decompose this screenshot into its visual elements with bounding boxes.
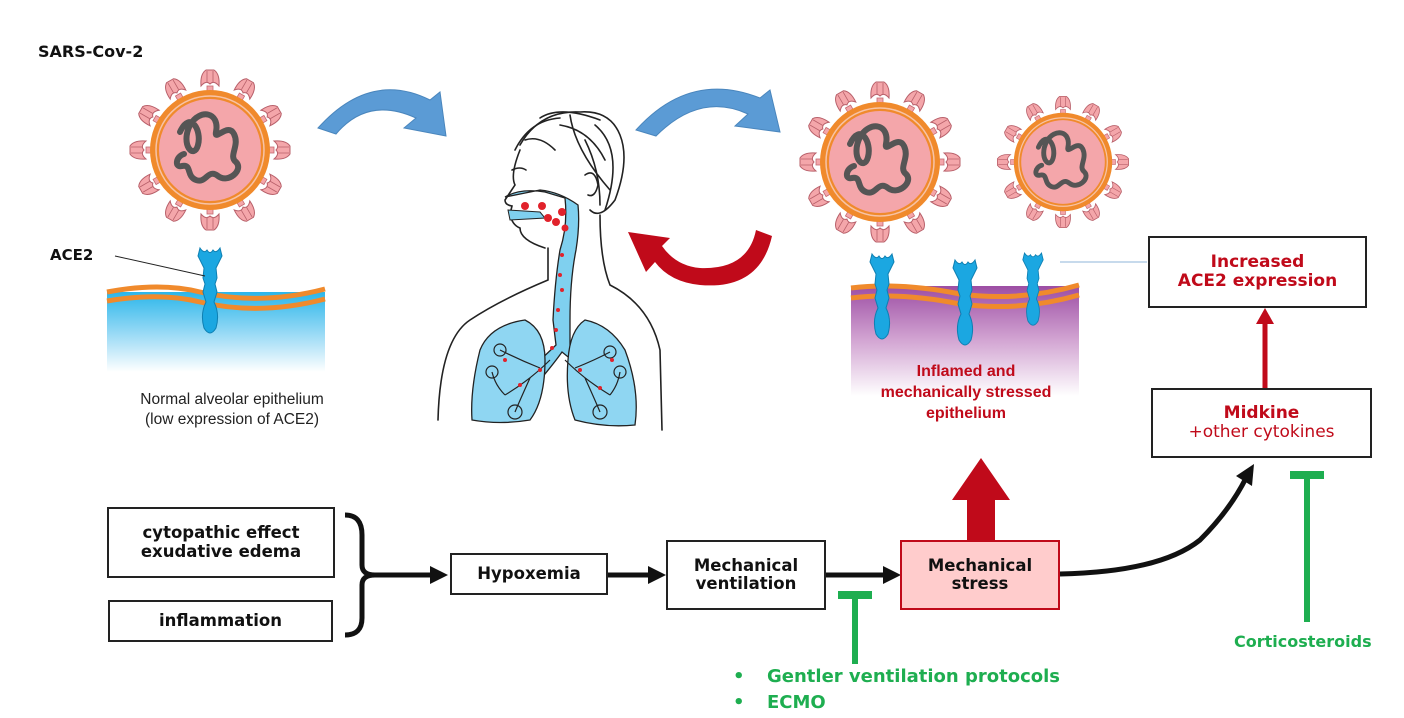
virus-title: SARS-Cov-2 — [38, 42, 144, 61]
cytopathic-line1: cytopathic effect — [142, 523, 300, 543]
normal-membrane-outer — [106, 284, 326, 301]
red-feedback-arrow — [628, 230, 772, 286]
mech-vent-line1: Mechanical — [693, 555, 799, 575]
arrow-stress-to-midkine — [1059, 476, 1249, 577]
box-mechanical-ventilation: Mechanical ventilation — [666, 540, 826, 610]
corticosteroids-label: Corticosteroids — [1234, 632, 1372, 651]
brace — [344, 512, 376, 638]
increased-line2: ACE2 expression — [1177, 271, 1338, 291]
ventilation-item: • Gentler ventilation protocols — [733, 664, 1060, 690]
bullet-icon: • — [733, 692, 745, 714]
cytopathic-line2: exudative edema — [140, 541, 302, 561]
inflamed-epithelium-caption: Inflamed and mechanically stressed epith… — [852, 362, 1080, 424]
right-lung — [566, 319, 637, 427]
arrowhead-ventilation — [648, 566, 666, 584]
lung-bronchi — [485, 343, 627, 420]
midkine-line2: +other cytokines — [1188, 422, 1335, 442]
mech-stress-line2: stress — [951, 574, 1009, 593]
left-lung — [471, 319, 546, 424]
blue-arrow-to-patient — [317, 89, 447, 137]
viral-particles — [503, 202, 614, 390]
normal-epithelium-caption: Normal alveolar epithelium (low expressi… — [102, 390, 362, 430]
virus-right-1 — [800, 82, 960, 242]
bullet-icon: • — [733, 666, 745, 687]
normal-epithelium-caption-line1: Normal alveolar epithelium — [140, 391, 324, 408]
virus-left — [130, 70, 290, 230]
box-increased-ace2: Increased ACE2 expression — [1148, 236, 1367, 308]
ace2-pointer-line — [114, 255, 206, 277]
normal-membrane-inner — [106, 294, 326, 311]
inflamed-caption-line1: Inflamed and — [916, 363, 1016, 380]
ace2-label: ACE2 — [50, 246, 94, 264]
red-up-arrow — [952, 458, 1010, 540]
box-inflammation: inflammation — [108, 600, 333, 642]
box-hypoxemia: Hypoxemia — [450, 553, 608, 595]
mech-stress-line1: Mechanical — [927, 555, 1033, 575]
normal-epithelium-caption-line2: (low expression of ACE2) — [144, 411, 320, 429]
mouth-airway — [507, 209, 547, 221]
midkine-line1: Midkine — [1223, 402, 1300, 423]
box-midkine: Midkine +other cytokines — [1151, 388, 1372, 458]
blue-arrow-to-infected — [635, 88, 781, 137]
arrowhead-stress — [883, 566, 901, 584]
inflamed-caption-line3: epithelium — [925, 404, 1006, 422]
arrowhead-midkine — [1236, 464, 1254, 486]
mech-vent-line2: ventilation — [695, 574, 797, 593]
increased-line1: Increased — [1210, 251, 1305, 272]
arrowhead-hypoxemia — [430, 566, 448, 584]
box-mechanical-stress: Mechanical stress — [900, 540, 1060, 610]
ventilation-item-label: ECMO — [767, 692, 826, 714]
box-cytopathic-effect: cytopathic effect exudative edema — [107, 507, 335, 578]
red-arrowhead-increased — [1256, 308, 1274, 324]
inflamed-caption-line2: mechanically stressed — [880, 383, 1052, 401]
virus-right-2 — [997, 96, 1128, 227]
patient-figure — [437, 111, 663, 431]
ventilation-interventions-list: • Gentler ventilation protocols • ECMO — [733, 664, 1060, 716]
airway — [504, 189, 604, 381]
ventilation-item: • ECMO — [733, 690, 1060, 716]
ventilation-item-label: Gentler ventilation protocols — [767, 666, 1061, 687]
